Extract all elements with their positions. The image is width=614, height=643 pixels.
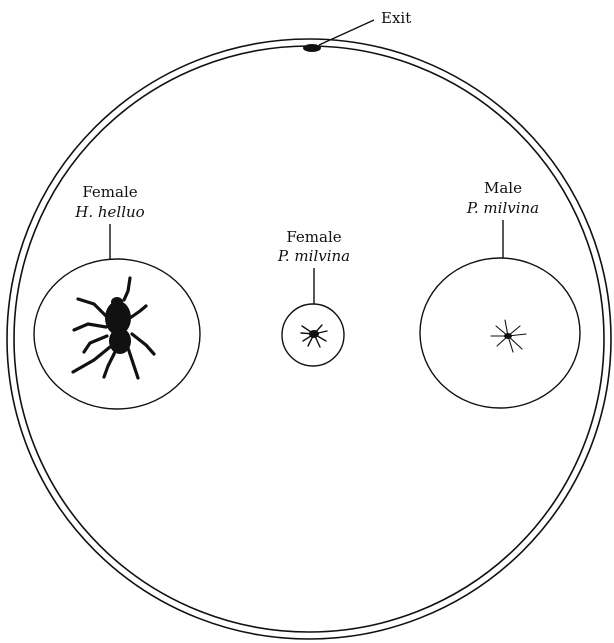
chamber-female-h-helluo-sex-label: Female [82,183,137,201]
chamber-female-p-milvina: Female P. milvina [277,228,350,366]
large-spider-icon [73,278,154,378]
small-spider-icon [301,325,327,347]
chamber-female-h-helluo: Female H. helluo [34,183,200,409]
chamber-female-h-helluo-species-label: H. helluo [74,203,144,221]
chamber-male-p-milvina-species-label: P. milvina [466,199,539,217]
chamber-male-p-milvina-sex-label: Male [484,179,522,197]
chamber-female-p-milvina-sex-label: Female [286,228,341,246]
exit-hole [303,44,321,52]
chamber-female-p-milvina-species-label: P. milvina [277,247,350,265]
tiny-spider-icon [491,320,526,352]
chamber-male-p-milvina-circle [420,258,580,408]
exit-label: Exit [381,9,411,27]
chamber-male-p-milvina: Male P. milvina [420,179,580,408]
